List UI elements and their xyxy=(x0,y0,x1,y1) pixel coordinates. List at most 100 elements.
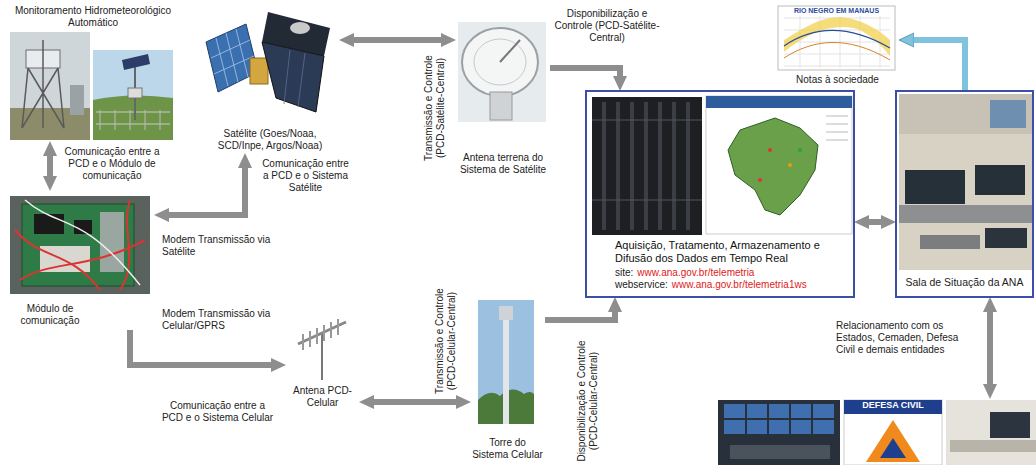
station-photo xyxy=(10,32,173,140)
ground-antenna-image xyxy=(500,40,520,62)
edge-label: Comunicação entre a PCD e o Sistema Saté… xyxy=(258,158,353,194)
civil-defense-images xyxy=(990,412,1030,438)
edge-label-frame: Transmissão e Controle (PCD-Satélite-Cen… xyxy=(418,52,452,164)
public-notes-node: Notas à sociedade xyxy=(775,2,900,88)
link-label: webservice: xyxy=(615,279,668,290)
civil-defense-images xyxy=(730,445,830,459)
satellite-node: Satélite (Goes/Noaa, SCD/Inpe, Argos/Noa… xyxy=(200,2,340,154)
river-chart-image xyxy=(784,30,890,48)
caption-box: Antena PCD-Celular xyxy=(287,385,358,409)
satellite-image xyxy=(250,58,268,84)
satellite-image xyxy=(262,42,324,112)
civil-defense-images xyxy=(946,400,1036,465)
map-screen-image xyxy=(706,96,852,108)
ground-antenna-image xyxy=(490,92,512,120)
communication-module-image xyxy=(15,200,145,290)
node-caption: Torre do Sistema Celular xyxy=(472,437,543,461)
link-label: site: xyxy=(615,267,633,278)
cell-tower-node: Torre do Sistema Celular xyxy=(470,295,545,463)
map-screen-image xyxy=(758,178,762,182)
map-screen-image xyxy=(706,96,852,234)
situation-room-image xyxy=(899,205,1033,223)
situation-room-image xyxy=(990,100,1026,128)
edge-label-frame: Disponibilização e Controle (PCD-Celular… xyxy=(570,340,606,462)
caption-box: Notas à sociedade xyxy=(777,74,898,86)
station-photo xyxy=(70,85,84,115)
station-photo xyxy=(96,112,170,124)
edge-label: Transmissão e Controle (PCD-Satélite-Cen… xyxy=(418,52,452,164)
ground-antenna-image xyxy=(458,22,546,122)
situation-room-box: Sala de Situação da ANA xyxy=(895,90,1034,298)
node-caption: Módulo de comunicação xyxy=(5,303,95,327)
satellite-image xyxy=(284,50,305,107)
link-row: webservice: www.ana.gov.br/telemetria1ws xyxy=(615,279,845,291)
situation-room-image xyxy=(920,235,980,249)
caption-box: DEFESA CIVIL xyxy=(844,400,942,411)
civil-defense-images xyxy=(844,400,942,414)
caption-box: Sala de Situação da ANA xyxy=(899,276,1030,289)
satellite-image xyxy=(290,22,310,34)
node-caption: Antena PCD-Celular xyxy=(287,385,358,409)
civil-defense-images xyxy=(724,404,834,434)
civil-defense-images xyxy=(844,400,942,465)
civil-defense-images xyxy=(950,440,1036,452)
cell-antenna-image xyxy=(298,319,346,380)
cell-tower-image xyxy=(478,300,534,424)
satellite-image xyxy=(206,12,330,112)
situation-room-image xyxy=(975,165,1025,195)
caption-box: Torre do Sistema Celular xyxy=(472,437,543,461)
map-screen-image xyxy=(706,96,852,234)
civil-defense-images xyxy=(718,400,840,465)
flow-arrow xyxy=(987,308,993,388)
link-url: www.ana.gov.br/telemetria1ws xyxy=(672,279,807,290)
node-caption: Monitoramento Hidrometeorológico Automát… xyxy=(10,5,176,29)
map-screen-image xyxy=(768,148,772,152)
edge-label-frame: Transmissão e Controle (PCD-Celular-Cent… xyxy=(428,288,464,394)
data-center-box: Aquisição, Tratamento, Armazenamento e D… xyxy=(585,90,855,298)
ground-antenna-node: Antena terrena do Sistema de Satélite xyxy=(455,20,550,180)
notice-arrow xyxy=(910,40,965,90)
caption-box: Módulo de comunicação xyxy=(5,303,95,327)
map-screen-image xyxy=(798,148,802,152)
ground-antenna-image xyxy=(458,22,546,122)
river-chart-image xyxy=(784,42,890,60)
server-image xyxy=(592,120,702,200)
ground-antenna-image xyxy=(462,28,538,96)
caption-box: Satélite (Goes/Noaa, SCD/Inpe, Argos/Noa… xyxy=(205,128,335,152)
cell-antenna-image xyxy=(321,332,323,380)
communication-module-node: Módulo de comunicação xyxy=(5,190,155,330)
link-url: www.ana.gov.br/telemetria xyxy=(637,267,754,278)
cell-tower-image xyxy=(478,300,534,424)
node-caption: Sala de Situação da ANA xyxy=(899,276,1030,289)
communication-module-image xyxy=(25,200,140,285)
node-title: Aquisição, Tratamento, Armazenamento e D… xyxy=(615,239,845,265)
map-screen-image xyxy=(728,118,818,215)
link-row: site: www.ana.gov.br/telemetria xyxy=(615,267,845,279)
edge-label: Comunicação entre a PCD e o Módulo de co… xyxy=(62,146,162,182)
caption-box: Monitoramento Hidrometeorológico Automát… xyxy=(10,5,176,29)
station-photo xyxy=(122,54,150,70)
situation-room-image xyxy=(899,94,1033,270)
modem-label: Modem Transmissão via Celular/GPRS xyxy=(162,308,272,332)
node-caption: Notas à sociedade xyxy=(777,74,898,86)
chart-title: RIO NEGRO EM MANAUS xyxy=(778,7,895,15)
logo-text: DEFESA CIVIL xyxy=(844,400,942,411)
situation-room-image xyxy=(985,228,1027,248)
map-screen-image xyxy=(826,116,848,140)
cell-antenna-node: Antena PCD-Celular xyxy=(285,305,360,415)
node-caption: Satélite (Goes/Noaa, SCD/Inpe, Argos/Noa… xyxy=(205,128,335,152)
flow-arrow xyxy=(545,308,615,320)
server-image xyxy=(592,97,702,235)
edge-label: Comunicação entre a PCD e o Sistema Celu… xyxy=(160,400,275,424)
communication-module-image xyxy=(34,214,64,234)
station-photo xyxy=(128,88,142,98)
station-photo xyxy=(93,50,173,140)
map-screen-image xyxy=(788,163,792,167)
station-photo xyxy=(100,110,160,130)
civil-defense-images xyxy=(866,420,920,462)
river-chart-image xyxy=(784,17,890,56)
situation-room-image xyxy=(899,94,1033,134)
communication-module-image xyxy=(10,196,150,294)
